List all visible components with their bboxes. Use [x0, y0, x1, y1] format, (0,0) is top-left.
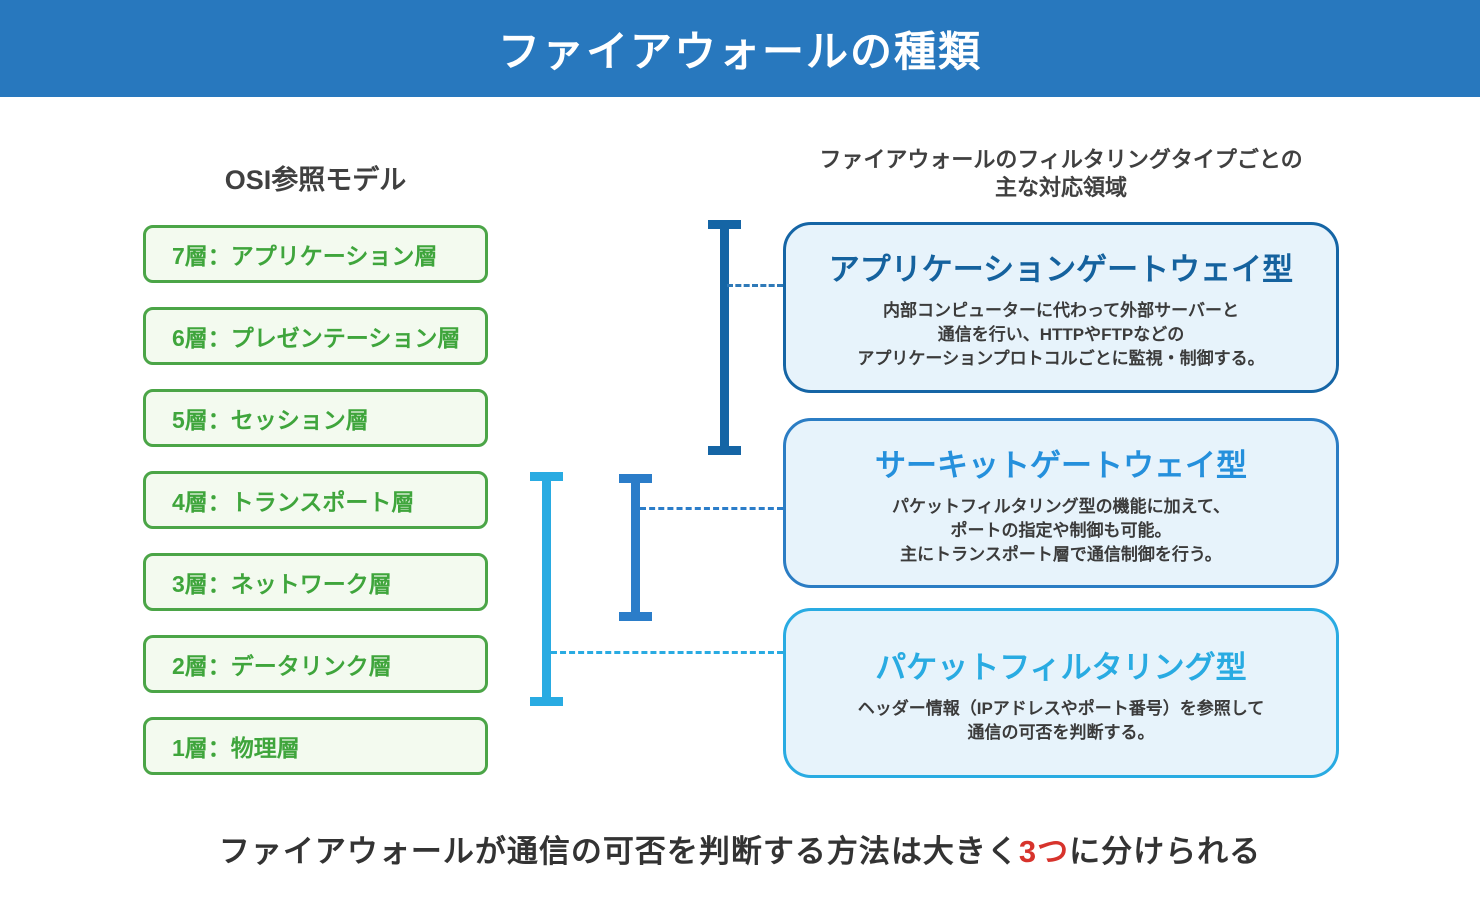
osi-model-heading: OSI参照モデル [224, 165, 407, 195]
packet-filtering-layer-range-marker [530, 472, 563, 706]
osi-layer-1-label: 1層：物理層 [172, 735, 300, 761]
circuit-gateway-description: パケットフィルタリング型の機能に加えて、 ポートの指定や制御も可能。 主にトラン… [892, 495, 1230, 567]
range-cap-bottom [708, 446, 741, 455]
footer-text-highlight: 3つ [1018, 834, 1070, 869]
osi-layer-4-label: 4層：トランスポート層 [172, 489, 415, 515]
circuit-gateway-description-line1: パケットフィルタリング型の機能に加えて、 [892, 496, 1230, 516]
osi-layer-6-label: 6層：プレゼンテーション層 [172, 325, 461, 351]
circuit-gateway-title: サーキットゲートウェイ型 [875, 447, 1247, 483]
app-gateway-description-line1: 内部コンピューターに代わって外部サーバーと [883, 301, 1239, 320]
osi-layer-2-box: 2層：データリンク層 [143, 635, 488, 693]
circuit-gateway-layer-range-marker [619, 474, 652, 621]
osi-layer-4-box: 4層：トランスポート層 [143, 471, 488, 529]
range-stem [542, 472, 551, 706]
app-gateway-title: アプリケーションゲートウェイ型 [828, 252, 1294, 287]
page-title: ファイアウォールの種類 [497, 28, 982, 75]
packet-filtering-description-line1: ヘッダー情報（IPアドレスやポート番号）を参照して [857, 698, 1265, 718]
osi-layer-6-box: 6層：プレゼンテーション層 [143, 307, 488, 365]
app-gateway-connector-line [727, 284, 783, 287]
header-bar: ファイアウォールの種類 [0, 0, 1480, 97]
osi-layer-7-box: 7層：アプリケーション層 [143, 225, 488, 283]
footer-text-before: ファイアウォールが通信の可否を判断する方法は大きく [218, 834, 1019, 869]
app-gateway-description: 内部コンピューターに代わって外部サーバーと 通信を行い、HTTPやFTPなどの … [857, 299, 1264, 371]
filtering-types-heading-line2: 主な対応領域 [994, 175, 1127, 200]
app-gateway-layer-range-marker [708, 220, 741, 455]
range-stem [631, 474, 640, 621]
packet-filtering-description-line2: 通信の可否を判断する。 [967, 722, 1155, 742]
osi-layer-3-label: 3層：ネットワーク層 [172, 571, 392, 597]
range-stem [720, 220, 729, 455]
packet-filtering-description: ヘッダー情報（IPアドレスやポート番号）を参照して 通信の可否を判断する。 [858, 697, 1265, 745]
circuit-gateway-description-line3: 主にトランスポート層で通信制御を行う。 [900, 544, 1222, 564]
osi-layer-1-box: 1層：物理層 [143, 717, 488, 775]
filtering-types-heading: ファイアウォールのフィルタリングタイプごとの 主な対応領域 [743, 146, 1379, 202]
range-cap-bottom [619, 612, 652, 621]
packet-filtering-title: パケットフィルタリング型 [875, 649, 1247, 685]
app-gateway-description-line3: アプリケーションプロトコルごとに監視・制御する。 [857, 349, 1265, 368]
filtering-types-heading-line1: ファイアウォールのフィルタリングタイプごとの [819, 147, 1303, 172]
circuit-gateway-box: サーキットゲートウェイ型 パケットフィルタリング型の機能に加えて、 ポートの指定… [783, 418, 1339, 588]
osi-layer-5-box: 5層：セッション層 [143, 389, 488, 447]
circuit-gateway-connector-line [640, 507, 783, 510]
app-gateway-description-line2: 通信を行い、HTTPやFTPなどの [937, 325, 1185, 344]
circuit-gateway-description-line2: ポートの指定や制御も可能。 [950, 520, 1172, 540]
osi-layer-5-label: 5層：セッション層 [172, 407, 369, 433]
packet-filtering-connector-line [551, 651, 783, 654]
osi-layer-3-box: 3層：ネットワーク層 [143, 553, 488, 611]
app-gateway-box: アプリケーションゲートウェイ型 内部コンピューターに代わって外部サーバーと 通信… [783, 222, 1339, 393]
osi-layer-2-label: 2層：データリンク層 [172, 653, 392, 679]
footer-text-after: に分けられる [1069, 834, 1262, 869]
osi-layer-7-label: 7層：アプリケーション層 [172, 243, 438, 269]
packet-filtering-box: パケットフィルタリング型 ヘッダー情報（IPアドレスやポート番号）を参照して 通… [783, 608, 1339, 778]
range-cap-bottom [530, 697, 563, 706]
footer-summary-text: ファイアウォールが通信の可否を判断する方法は大きく3つに分けられる [0, 826, 1480, 871]
